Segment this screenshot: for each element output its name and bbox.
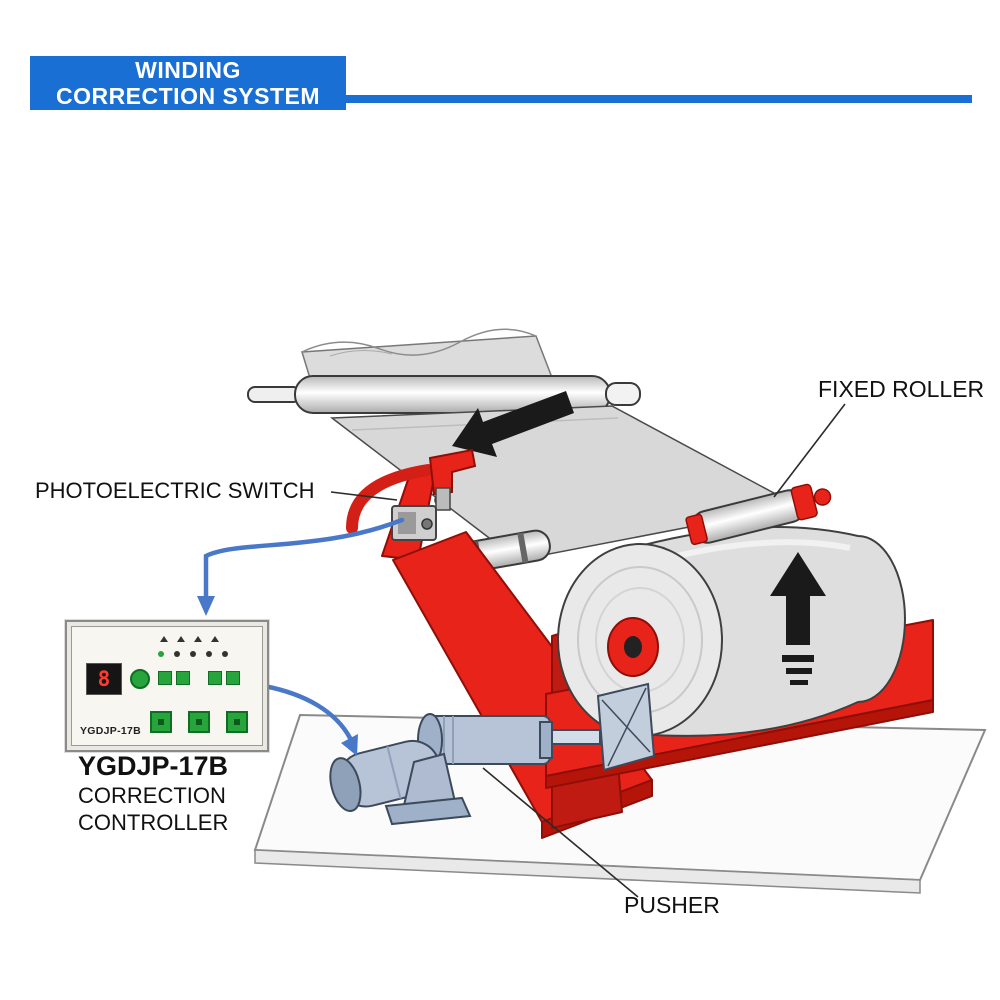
photoelectric-switch [346, 448, 477, 541]
pusher-flange [539, 721, 553, 759]
panel-button [188, 711, 210, 733]
controller-caption: YGDJP-17B CORRECTION CONTROLLER [78, 750, 228, 836]
controller-panel-face: 8 YGDJP-17B [71, 626, 263, 746]
panel-button [226, 711, 248, 733]
connector-controller-to-pusher [261, 683, 353, 741]
switch-red-arm [346, 464, 434, 534]
controller-caption-line1: CORRECTION [78, 783, 226, 808]
pusher-foot-base [384, 796, 472, 826]
leader-line-pusher [482, 767, 639, 898]
led-display-digit: 8 [97, 667, 111, 691]
title-line2: CORRECTION SYSTEM [55, 83, 321, 109]
controller-panel: 8 YGDJP-17B [65, 620, 269, 752]
label-fixed-roller: FIXED ROLLER [818, 376, 985, 402]
label-pusher: PUSHER [624, 892, 720, 918]
web-direction-arrow [452, 391, 574, 457]
indicator-leds [158, 651, 228, 657]
title-banner: WINDING CORRECTION SYSTEM [30, 56, 346, 110]
winding-direction-arrow [770, 552, 826, 685]
panel-button [150, 711, 172, 733]
pusher-rod [547, 729, 601, 745]
connector-arrowhead-controller [197, 596, 215, 616]
power-led [158, 651, 164, 657]
fixed-roller-cap-right [790, 483, 818, 521]
fixed-roller-cap-left [685, 513, 708, 546]
header-rule [346, 95, 972, 103]
connector-arrowhead-pusher [341, 734, 358, 756]
signal-connectors [197, 517, 405, 756]
leader-line-fixed-roller [773, 403, 846, 498]
adjust-knob [130, 669, 150, 689]
roll-hub-hole [624, 636, 642, 658]
title-line1: WINDING [135, 57, 241, 83]
led-display: 8 [86, 663, 122, 695]
top-roller-axle [247, 386, 301, 403]
panel-tick-marks [160, 636, 219, 642]
pusher-assembly [329, 682, 656, 826]
controller-model-text: YGDJP-17B [78, 751, 229, 781]
label-photoelectric-switch: PHOTOELECTRIC SWITCH [35, 478, 315, 503]
top-roller-stub [605, 382, 641, 406]
fixed-roller [685, 483, 832, 546]
leader-line-photoelectric-switch [330, 491, 398, 501]
panel-model-text: YGDJP-17B [80, 725, 142, 737]
panel-small-button [208, 671, 222, 685]
panel-small-button [176, 671, 190, 685]
pusher-cylinder [427, 715, 551, 765]
switch-bracket [428, 448, 477, 496]
connector-switch-to-controller [203, 517, 405, 601]
frame-base-edge [545, 699, 934, 789]
panel-small-button [158, 671, 172, 685]
winding-roll [557, 526, 906, 737]
panel-small-button [226, 671, 240, 685]
switch-sensor-lens [398, 512, 416, 534]
leader-lines [330, 403, 846, 898]
controller-caption-line2: CONTROLLER [78, 810, 229, 835]
